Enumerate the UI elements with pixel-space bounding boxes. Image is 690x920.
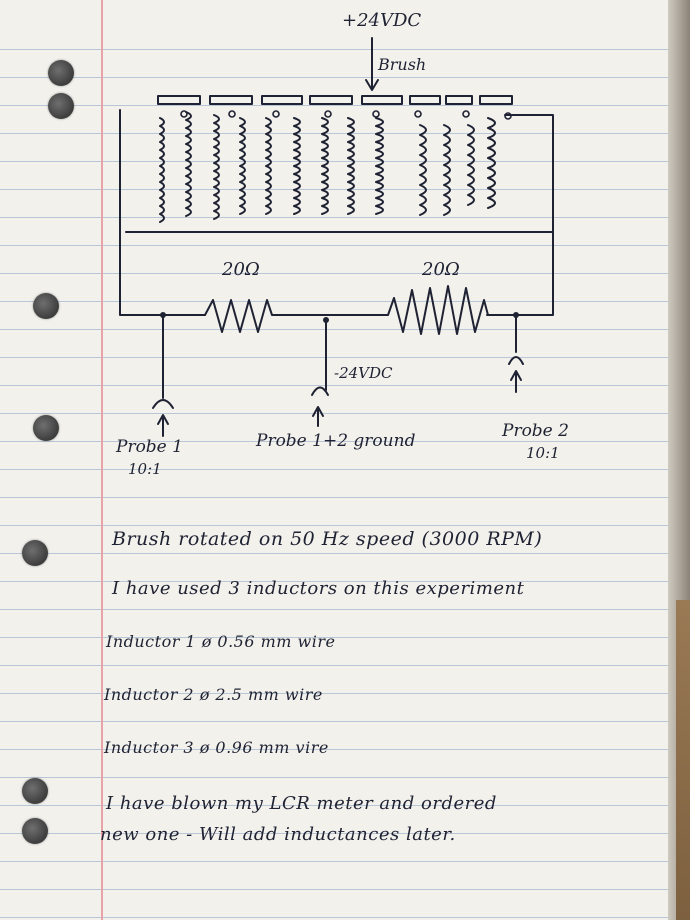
ruled-lines [0, 0, 670, 920]
table-surface [676, 600, 690, 920]
binder-hole [48, 60, 74, 86]
binder-hole [33, 293, 59, 319]
probe1-ratio: 10:1 [128, 460, 162, 478]
binder-hole [22, 778, 48, 804]
supply-bottom-label: -24VDC [334, 364, 393, 382]
note-line: new one - Will add inductances later. [100, 824, 456, 845]
binder-hole [33, 415, 59, 441]
note-line: I have blown my LCR meter and ordered [106, 793, 497, 814]
margin-line [101, 0, 103, 920]
note-line: Inductor 3 ø 0.96 mm vire [104, 738, 329, 757]
brush-label: Brush [377, 55, 426, 74]
binder-hole [22, 540, 48, 566]
resistor-right-label: 20Ω [421, 259, 460, 280]
note-line: Inductor 1 ø 0.56 mm wire [106, 632, 336, 651]
probe2-label: Probe 2 [501, 421, 569, 441]
probe1-label: Probe 1 [115, 437, 183, 457]
probe2-ratio: 10:1 [526, 444, 560, 462]
circuit-diagram: +24VDC Brush 20Ω 20Ω -24VDC Probe 1 10:1… [115, 10, 569, 478]
ground-label: Probe 1+2 ground [255, 431, 416, 451]
note-line: Inductor 2 ø 2.5 mm wire [104, 685, 323, 704]
note-line: I have used 3 inductors on this experime… [112, 578, 525, 599]
supply-top-label: +24VDC [342, 10, 421, 31]
binder-hole [22, 818, 48, 844]
note-line: Brush rotated on 50 Hz speed (3000 RPM) [112, 528, 543, 550]
resistor-left-label: 20Ω [221, 259, 260, 280]
binder-hole [48, 93, 74, 119]
